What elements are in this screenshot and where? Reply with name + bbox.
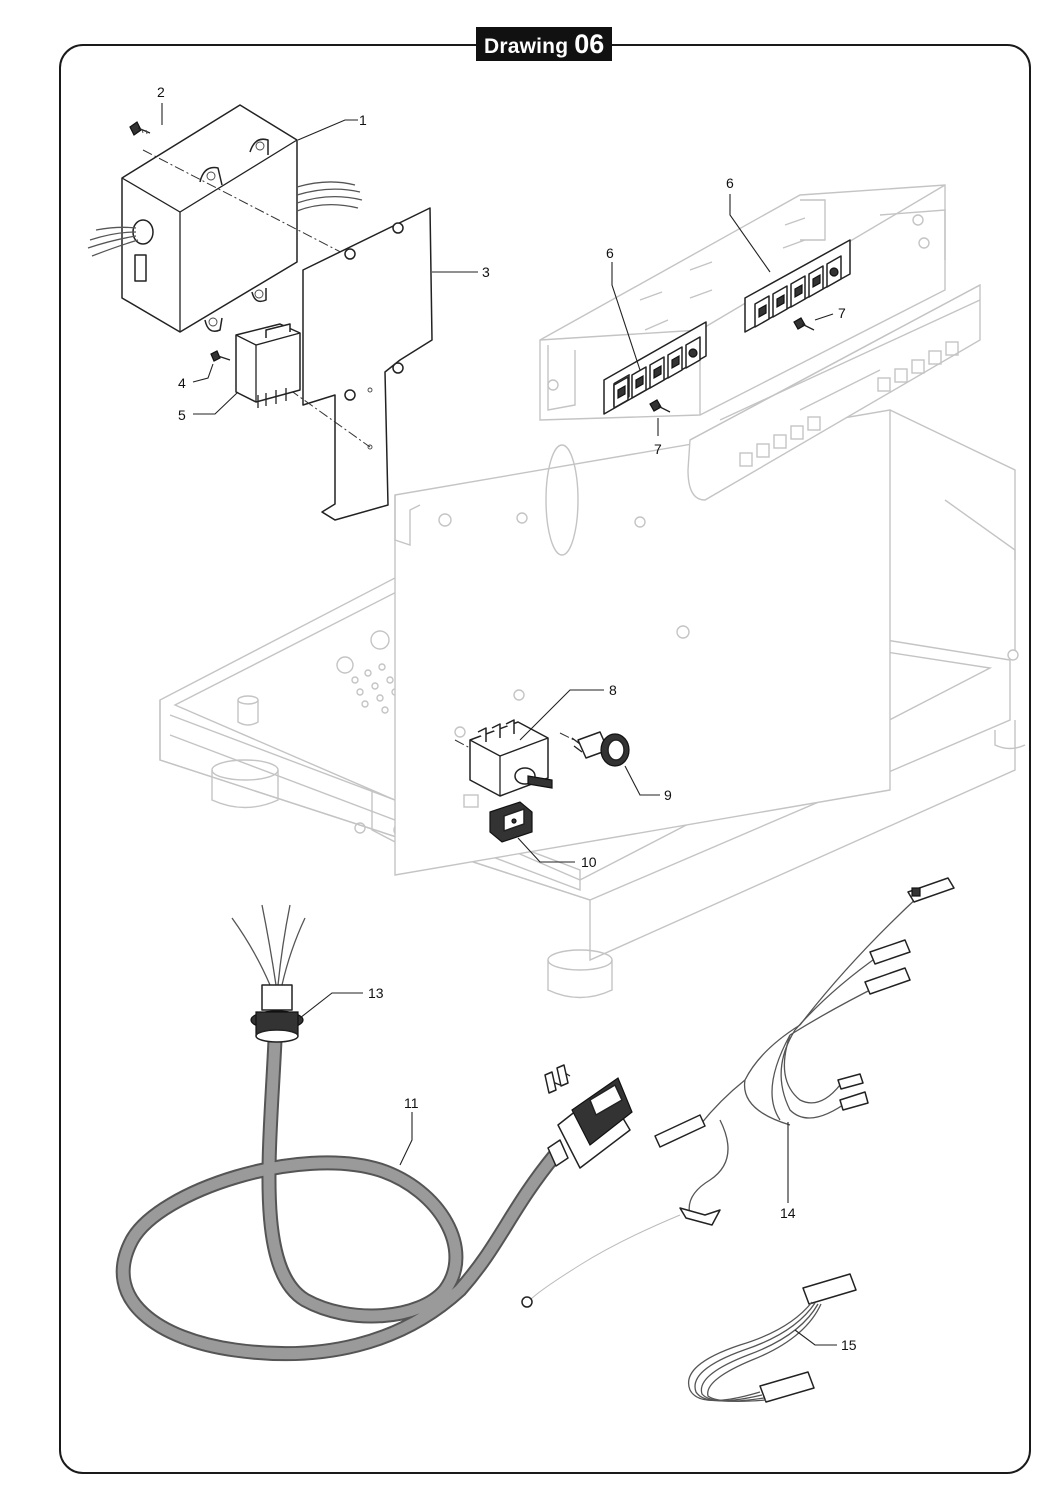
callout-4: 4 xyxy=(178,375,186,391)
callout-5: 5 xyxy=(178,407,186,423)
toggle-switch-part-8 xyxy=(454,719,553,797)
drawing-title-word: Drawing xyxy=(484,35,569,58)
callout-1: 1 xyxy=(359,112,367,128)
screw-part-2 xyxy=(129,121,151,136)
callout-3: 3 xyxy=(482,264,490,280)
screw-part-4 xyxy=(210,350,231,362)
callout-8: 8 xyxy=(609,682,617,698)
cable-gland-part-13 xyxy=(231,904,306,1043)
callout-15: 15 xyxy=(841,1337,857,1353)
drawing-title-badge: Drawing 06 xyxy=(476,27,613,61)
callout-9: 9 xyxy=(664,787,672,803)
machine-frame-ghost xyxy=(159,184,1026,999)
screw-part-7-right xyxy=(793,317,815,331)
callout-6-left: 6 xyxy=(606,245,614,261)
keypad-right-part-6 xyxy=(744,239,851,333)
ribbon-cable-part-15 xyxy=(688,1273,857,1403)
power-cord-part-11 xyxy=(115,1032,633,1362)
callout-labels: 2 1 3 4 5 6 6 7 7 8 9 10 11 13 14 15 xyxy=(157,84,857,1353)
callout-2: 2 xyxy=(157,84,165,100)
leader-lines xyxy=(161,103,837,1346)
callout-13: 13 xyxy=(368,985,384,1001)
rocker-switch-part-10 xyxy=(489,801,533,843)
indicator-lamp-part-9 xyxy=(559,731,630,767)
electronic-control-box xyxy=(87,104,363,333)
emi-filter-part-5 xyxy=(235,323,301,408)
keypad-left-part-6 xyxy=(603,321,707,415)
callout-14: 14 xyxy=(780,1205,796,1221)
callout-7-left: 7 xyxy=(654,441,662,457)
drawing-number: 06 xyxy=(574,29,605,59)
wiring-harness-part-14 xyxy=(521,877,955,1308)
callout-10: 10 xyxy=(581,854,597,870)
callout-11: 11 xyxy=(404,1095,419,1111)
mounting-plate-part-3 xyxy=(289,207,433,521)
callout-7-right: 7 xyxy=(838,305,846,321)
callout-6-right: 6 xyxy=(726,175,734,191)
screw-part-7-left xyxy=(649,399,671,413)
